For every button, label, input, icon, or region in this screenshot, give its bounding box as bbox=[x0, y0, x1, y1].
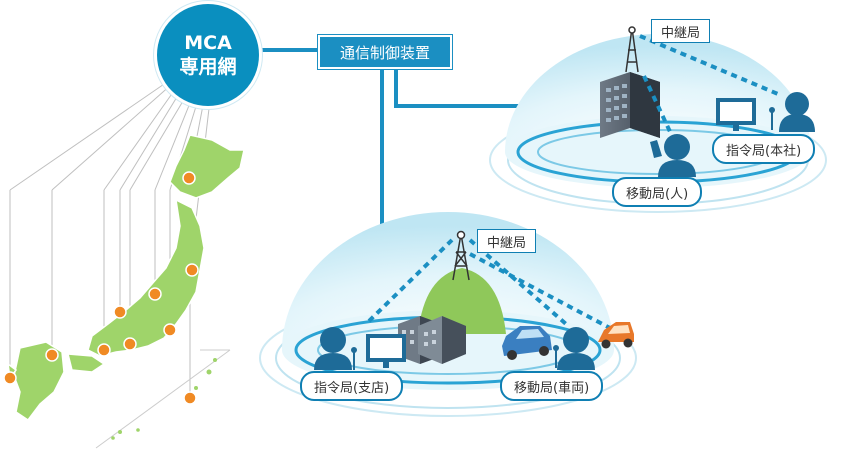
mobile-person-icon bbox=[650, 134, 696, 177]
lower-radio-links bbox=[366, 238, 611, 330]
pin-chugoku bbox=[97, 343, 111, 357]
mca-line2: 専用網 bbox=[179, 56, 237, 78]
pin-tohoku bbox=[185, 263, 199, 277]
orange-car-icon bbox=[598, 322, 634, 349]
japan-map bbox=[7, 134, 245, 422]
vehicle-mobile-label: 移動局(車両) bbox=[500, 371, 604, 401]
lower-buildings-icon bbox=[398, 316, 466, 364]
upper-antenna-icon bbox=[625, 26, 639, 73]
lower-site bbox=[259, 212, 637, 417]
mobile-person-label: 移動局(人) bbox=[612, 177, 703, 207]
hq-person-icon bbox=[779, 92, 815, 132]
control-device-box: 通信制御装置 bbox=[318, 35, 452, 69]
pin-kanto bbox=[163, 323, 177, 337]
pin-kansai bbox=[123, 337, 137, 351]
lower-relay-label: 中継局 bbox=[477, 229, 537, 253]
upper-building bbox=[600, 72, 660, 138]
branch-command-label: 指令局(支店) bbox=[300, 371, 404, 401]
pin-okinawa bbox=[183, 391, 197, 405]
pin-chubu bbox=[113, 305, 127, 319]
mca-line1: MCA bbox=[184, 32, 232, 54]
pin-kyushu bbox=[3, 371, 17, 385]
lower-tower-icon bbox=[452, 230, 470, 281]
map-pins bbox=[3, 171, 199, 405]
branch-monitor-icon bbox=[351, 334, 406, 370]
pin-shikoku bbox=[45, 348, 59, 362]
vehicle-person-icon bbox=[553, 327, 595, 370]
hq-command-label: 指令局(本社) bbox=[712, 134, 816, 164]
blue-car-icon bbox=[502, 326, 552, 360]
okinawa-inset bbox=[95, 349, 231, 449]
pin-hokuriku bbox=[148, 287, 162, 301]
upper-relay-label: 中継局 bbox=[651, 19, 711, 43]
branch-person-icon bbox=[314, 327, 352, 370]
pin-hokkaido bbox=[182, 171, 196, 185]
upper-radio-links bbox=[639, 34, 779, 137]
mca-network-node: MCA 専用網 bbox=[157, 4, 259, 106]
hq-monitor-icon bbox=[716, 98, 775, 131]
